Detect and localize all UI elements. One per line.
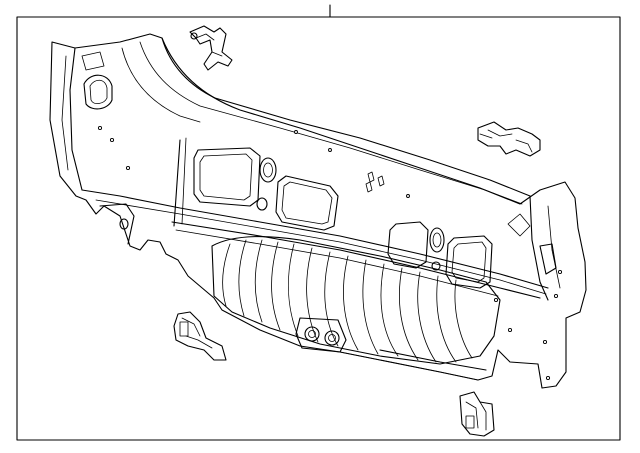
left-tower-opening-inner <box>89 79 108 104</box>
right-window-a <box>387 221 429 269</box>
upper-ridge-line <box>161 37 531 197</box>
body-band-3 <box>171 221 541 299</box>
bottom-lip <box>339 351 479 381</box>
body-band-top <box>81 189 549 289</box>
left-lower-flange <box>99 203 135 245</box>
rear-panel-assembly <box>49 33 587 389</box>
diagram-border <box>16 16 621 441</box>
left-window <box>193 147 261 207</box>
oval-hole-inner <box>432 232 442 248</box>
left-tower-edge-2 <box>61 55 69 171</box>
right-lower-bracket <box>459 391 495 437</box>
hole <box>557 269 563 275</box>
right-tower-edge <box>529 195 549 301</box>
slot <box>367 171 375 183</box>
flange-hole <box>119 218 129 230</box>
hole <box>328 148 332 152</box>
right-window-b <box>445 235 493 289</box>
bottom-lip-2 <box>379 349 487 371</box>
upper-ridge-line-2 <box>139 41 523 205</box>
hole <box>507 327 513 333</box>
mount-hole-right <box>324 330 340 346</box>
round-hole <box>431 261 441 271</box>
right-tower-edge-2 <box>547 205 561 289</box>
left-tower-pocket <box>81 51 105 71</box>
oval-hole-inner <box>263 162 273 178</box>
hole <box>545 375 551 381</box>
floor-pan-ribs <box>222 239 473 363</box>
floor-pan-outline <box>211 236 501 365</box>
hole <box>553 293 559 299</box>
slot <box>365 181 373 193</box>
hole <box>294 130 298 134</box>
upper-ridge-line-3 <box>121 47 201 123</box>
right-tower-flap <box>507 213 531 237</box>
center-window <box>275 175 339 231</box>
hole <box>97 125 103 131</box>
right-upper-bracket <box>477 121 541 157</box>
mount-hole-left <box>304 326 320 342</box>
oval-hole <box>259 157 277 183</box>
left-tower-opening <box>83 74 113 110</box>
left-lower-bracket <box>173 311 227 361</box>
right-tower-opening <box>539 243 557 275</box>
body-band-2 <box>95 199 547 295</box>
hole <box>109 137 115 143</box>
left-tower-edge <box>69 47 83 191</box>
right-window-b-inner <box>451 241 487 283</box>
mount-hole-left-inner <box>308 330 316 338</box>
hole <box>406 194 410 198</box>
center-divider <box>173 139 181 227</box>
slot <box>377 175 385 187</box>
center-divider-2 <box>181 137 187 225</box>
oval-hole <box>429 227 445 253</box>
left-window-inner <box>199 153 253 201</box>
oval-hole-small <box>256 197 268 211</box>
center-window-inner <box>281 181 333 225</box>
hole <box>493 297 499 303</box>
rear-panel-outline <box>49 33 587 389</box>
mount-hole-right-inner <box>328 334 336 342</box>
hole <box>125 165 131 171</box>
hole <box>542 339 548 345</box>
upper-clip-bracket <box>189 25 233 71</box>
